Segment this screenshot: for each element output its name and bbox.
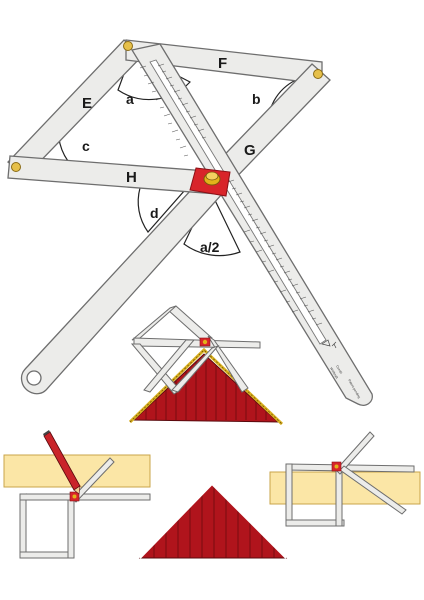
locking-hub (189, 167, 231, 197)
arm-h (7, 155, 221, 195)
ruler-brand: Wolfcraft (329, 367, 339, 380)
arm-e (7, 39, 143, 177)
roof-trim (128, 347, 284, 426)
label-angle-a: a (126, 91, 134, 107)
ruler-symbol-icons (321, 339, 337, 349)
wooden-board-right (269, 471, 421, 505)
label-angle-d: d (150, 205, 159, 221)
main-angle-tool: Wolfcraft Combi Patent pending E F G H a… (7, 39, 373, 406)
ruler: Wolfcraft Combi Patent pending (130, 43, 373, 406)
label-arm-e: E (82, 95, 92, 112)
label-arm-g: G (244, 142, 256, 159)
gable-roof-small (138, 483, 288, 559)
marking-board-scene (3, 430, 151, 559)
ruler-ticks (139, 63, 323, 326)
rivet-left (11, 162, 21, 172)
angle-arc-half-a (183, 188, 241, 257)
small-tool-roof (130, 305, 261, 395)
small-tool-right (285, 431, 415, 527)
rivet-top-left (123, 41, 133, 51)
label-arm-f: F (218, 55, 227, 72)
rivet-top-right (313, 69, 323, 79)
label-angle-b: b (252, 91, 261, 107)
label-angle-half-a: a/2 (200, 239, 220, 255)
hang-hole (26, 370, 42, 386)
arm-g-long (20, 175, 223, 395)
label-angle-c: c (82, 138, 90, 154)
roof-gable-scene (128, 305, 284, 426)
angle-arc-d (137, 181, 194, 233)
ruler-slot (149, 59, 327, 345)
small-gable-scene (138, 482, 288, 559)
label-arm-h: H (126, 169, 137, 186)
ruler-model: Combi (335, 365, 343, 375)
angle-board-scene (269, 431, 421, 527)
pencil-icon (43, 430, 81, 495)
